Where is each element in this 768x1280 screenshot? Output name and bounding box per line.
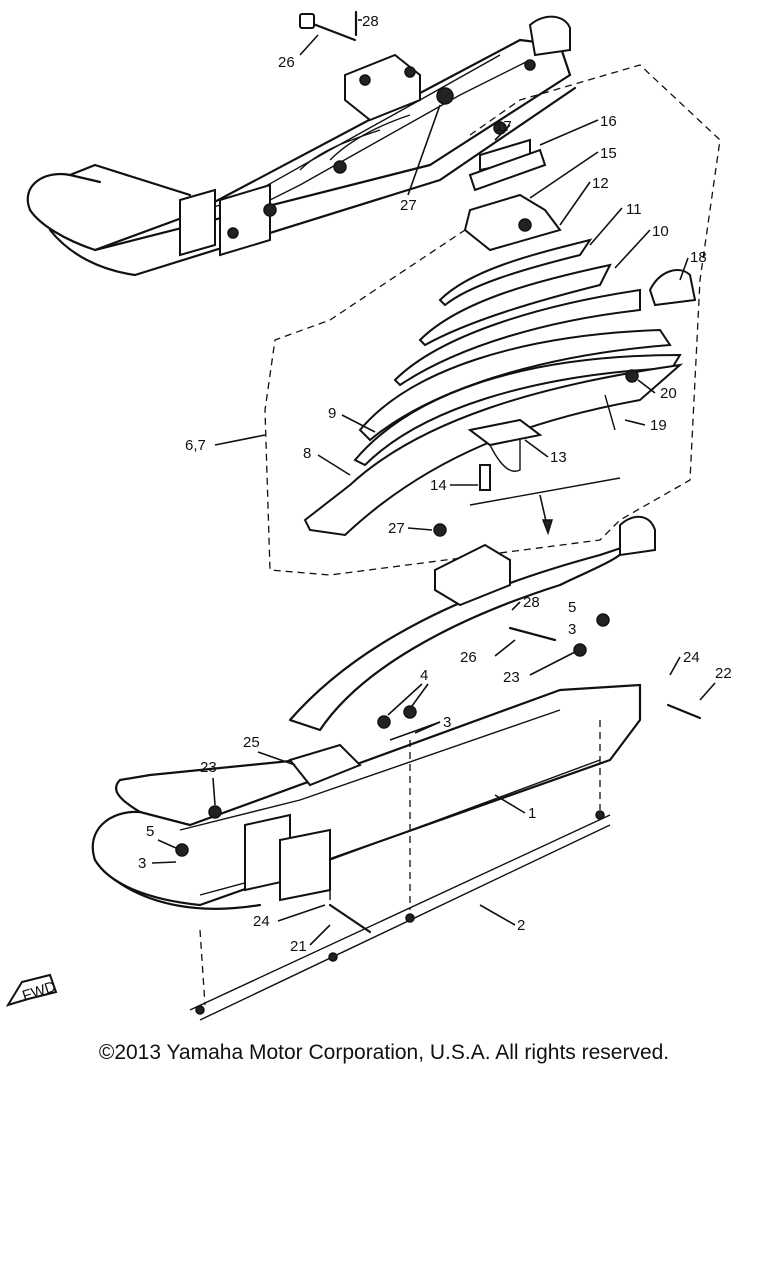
callout-labels: 28 26 27 17 16 15 12 11 10 18 20 19 6,7 … xyxy=(138,13,732,955)
callout-20: 20 xyxy=(660,385,677,402)
callout-24: 24 xyxy=(253,913,270,930)
callout-3-c: 3 xyxy=(443,714,451,731)
leader-lines xyxy=(151,19,716,946)
callout-21: 21 xyxy=(290,938,307,955)
callout-27: 27 xyxy=(400,197,417,214)
assembled-ski-top xyxy=(26,10,577,277)
leaf-spring-group-outline xyxy=(264,64,721,576)
callout-18: 18 xyxy=(690,249,707,266)
callout-13: 13 xyxy=(550,449,567,466)
parts-diagram: 28 26 27 17 16 15 12 11 10 18 20 19 6,7 … xyxy=(5,10,732,1021)
callout-28: 28 xyxy=(362,13,379,30)
callout-5: 5 xyxy=(146,823,154,840)
callout-23-b: 23 xyxy=(503,669,520,686)
callout-26-b: 26 xyxy=(460,649,477,666)
callout-9: 9 xyxy=(328,405,336,422)
callout-24-b: 24 xyxy=(683,649,700,666)
callout-10: 10 xyxy=(652,223,669,240)
callout-25: 25 xyxy=(243,734,260,751)
callout-16: 16 xyxy=(600,113,617,130)
assembled-ski-bottom xyxy=(91,515,702,1021)
callout-26: 26 xyxy=(278,54,295,71)
callout-27-b: 27 xyxy=(388,520,405,537)
fwd-arrow: FWD xyxy=(5,973,58,1007)
callout-11: 11 xyxy=(626,201,642,218)
callout-6-7: 6,7 xyxy=(185,437,206,454)
callout-17: 17 xyxy=(495,118,512,135)
callout-2: 2 xyxy=(517,917,525,934)
callout-3: 3 xyxy=(138,855,146,872)
callout-5-b: 5 xyxy=(568,599,576,616)
callout-4: 4 xyxy=(420,667,428,684)
callout-23: 23 xyxy=(200,759,217,776)
callout-8: 8 xyxy=(303,445,311,462)
callout-12: 12 xyxy=(592,175,609,192)
leaf-spring-stack xyxy=(303,121,697,537)
callout-3-d: 3 xyxy=(568,621,576,638)
callout-19: 19 xyxy=(650,417,667,434)
callout-28-b: 28 xyxy=(523,594,540,611)
callout-15: 15 xyxy=(600,145,617,162)
callout-14: 14 xyxy=(430,477,447,494)
copyright-text: ©2013 Yamaha Motor Corporation, U.S.A. A… xyxy=(98,1041,670,1064)
callout-1: 1 xyxy=(528,805,536,822)
callout-22: 22 xyxy=(715,665,732,682)
